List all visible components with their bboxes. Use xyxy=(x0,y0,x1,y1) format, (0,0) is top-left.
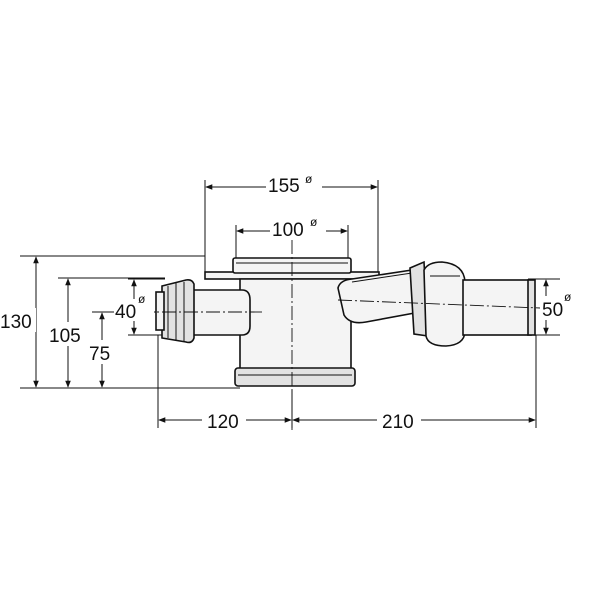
cup-base xyxy=(234,367,356,387)
extension-lines xyxy=(20,180,560,428)
label-210: 210 xyxy=(382,412,414,433)
center-lines xyxy=(140,240,541,430)
label-105: 105 xyxy=(49,326,81,347)
label-75: 75 xyxy=(89,344,110,365)
trap-body xyxy=(155,257,536,387)
diameter-symbol-155: ø xyxy=(305,172,313,186)
label-120: 120 xyxy=(207,412,239,433)
trap-cup xyxy=(239,278,352,373)
diameter-symbol-40: ø xyxy=(138,292,146,306)
label-100: 100 xyxy=(272,220,304,241)
label-50: 50 xyxy=(542,300,563,321)
label-155: 155 xyxy=(268,176,300,197)
inlet-pipe xyxy=(191,289,251,336)
label-130: 130 xyxy=(0,312,32,333)
diameter-symbol-100: ø xyxy=(310,215,318,229)
label-40: 40 xyxy=(115,302,136,323)
inlet-socket xyxy=(155,291,165,331)
inlet-nut xyxy=(161,279,195,344)
dimension-labels: 155 ø 100 ø 130 105 75 40 ø 50 ø 120 210 xyxy=(0,172,588,433)
diameter-symbol-50: ø xyxy=(564,290,572,304)
